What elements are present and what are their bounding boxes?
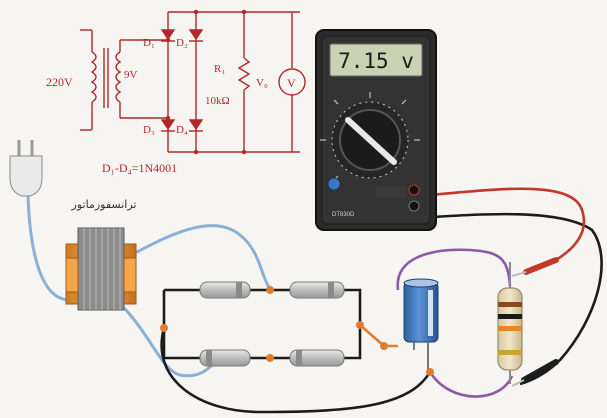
v-jack[interactable] [409, 185, 419, 195]
diode-top-right [290, 282, 344, 298]
diode-bottom-left [200, 350, 250, 366]
orange-link [360, 325, 398, 346]
primary-coil [92, 52, 96, 102]
red-probe[interactable] [512, 260, 556, 276]
diode-d3-symbol [161, 120, 175, 131]
multimeter: 7.15 v DT830D [316, 30, 436, 230]
hold-button[interactable] [328, 178, 340, 190]
transformer-label: ترانسفورماتور [71, 198, 137, 211]
power-plug [10, 140, 42, 196]
diode-d1-label: D₁ [143, 37, 155, 49]
diode-bottom-right [290, 350, 344, 366]
lcd-reading: 7.15 v [338, 49, 414, 73]
diode-d2-symbol [189, 30, 203, 41]
resistor [498, 262, 522, 384]
com-jack[interactable] [409, 201, 419, 211]
diode-d4-label: D₄ [176, 124, 188, 136]
output-voltage-label: V₀ [256, 77, 268, 89]
diode-d2-label: D₂ [176, 37, 188, 49]
diode-d4-symbol [189, 120, 203, 131]
secondary-coil [116, 52, 120, 102]
meter-brand: DT830D [332, 212, 355, 218]
bridge-wiring [162, 214, 602, 412]
transformer [66, 228, 136, 310]
resistor-symbol [239, 58, 249, 90]
secondary-voltage-label: 9V [124, 69, 138, 81]
input-voltage-label: 220V [46, 75, 73, 89]
red-probe-lead [418, 189, 584, 260]
capacitor [404, 279, 438, 372]
purple-wire-bottom [430, 372, 512, 397]
diode-part-label: D₁-D₄=1N4001 [102, 161, 177, 175]
resistor-value-label: 10kΩ [205, 95, 230, 107]
diode-d3-label: D₃ [143, 124, 155, 136]
schematic [80, 12, 305, 152]
diode-top-left [200, 282, 250, 298]
resistor-name-label: R₁ [214, 63, 225, 75]
secondary-wire-top [118, 226, 272, 290]
voltmeter-symbol-label: V [287, 76, 296, 90]
